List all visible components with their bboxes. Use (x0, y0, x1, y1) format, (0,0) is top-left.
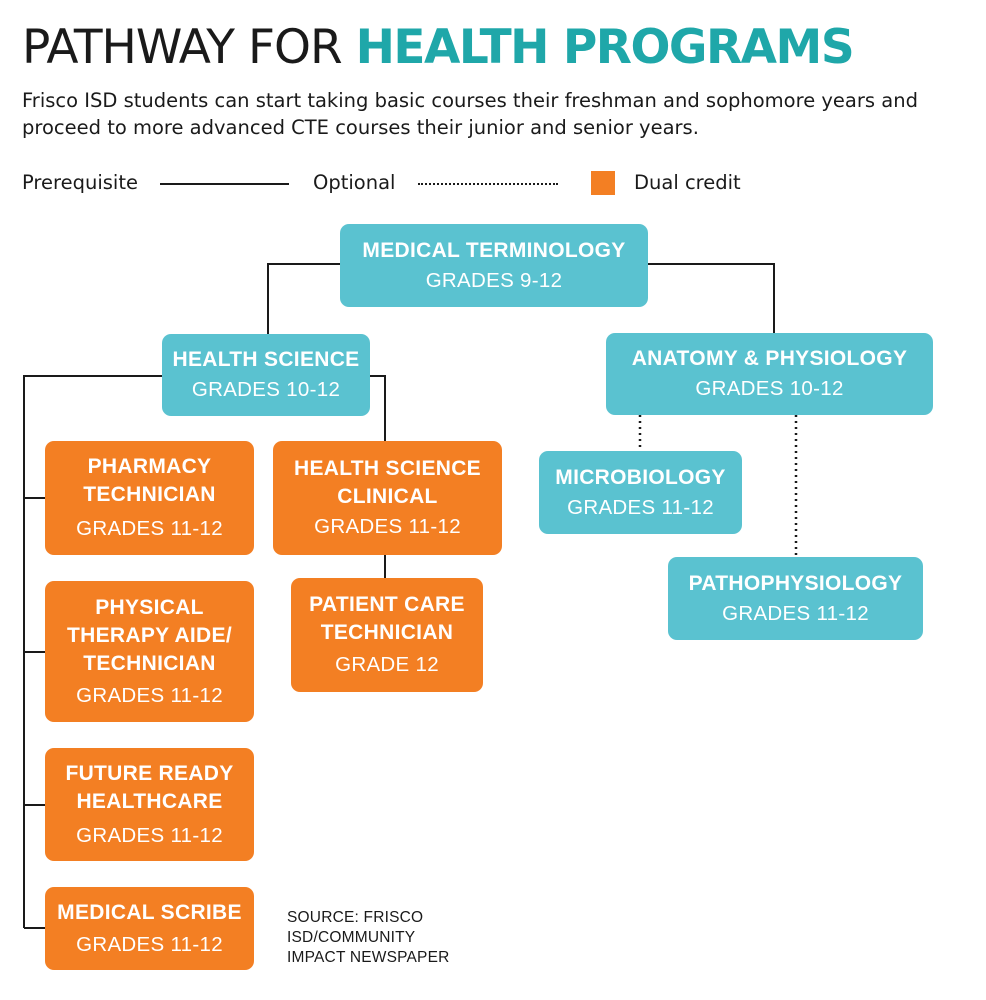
course-grades: GRADE 12 (335, 653, 439, 676)
course-name: MICROBIOLOGY (555, 465, 726, 489)
legend-optional-label: Optional (313, 171, 396, 194)
course-grades: GRADES 9-12 (425, 268, 563, 292)
legend-dual-credit-label: Dual credit (634, 171, 741, 194)
course-name: MEDICAL TERMINOLOGY (362, 238, 626, 262)
course-patient-care-technician: PATIENT CARE TECHNICIAN GRADE 12 (291, 578, 483, 692)
course-grades: GRADES 10-12 (695, 377, 844, 400)
course-grades: GRADES 11-12 (722, 601, 869, 625)
course-anatomy-physiology: ANATOMY & PHYSIOLOGY GRADES 10-12 (606, 333, 933, 415)
course-name-line1: FUTURE READY (65, 761, 234, 785)
course-name: PATHOPHYSIOLOGY (688, 571, 903, 595)
course-name: HEALTH SCIENCE (172, 348, 360, 371)
subtitle: Frisco ISD students can start taking bas… (22, 89, 918, 139)
source-note: SOURCE: FRISCO ISD/COMMUNITY IMPACT NEWS… (287, 908, 477, 968)
course-grades: GRADES 11-12 (76, 683, 223, 707)
course-grades: GRADES 11-12 (76, 823, 223, 847)
prerequisite-line (23, 375, 162, 928)
title-light: PATHWAY FOR (22, 20, 356, 75)
course-grades: GRADES 11-12 (76, 932, 223, 956)
course-health-science-clinical: HEALTH SCIENCE CLINICAL GRADES 11-12 (273, 441, 502, 555)
course-pathophysiology: PATHOPHYSIOLOGY GRADES 11-12 (668, 557, 923, 640)
course-name-line3: TECHNICIAN (83, 651, 216, 675)
source-line2: ISD/COMMUNITY (287, 929, 416, 946)
course-name-line2: HEALTHCARE (76, 789, 223, 813)
course-name: MEDICAL SCRIBE (57, 900, 242, 924)
course-physical-therapy: PHYSICAL THERAPY AIDE/ TECHNICIAN GRADES… (45, 581, 254, 722)
title-bold: HEALTH PROGRAMS (355, 20, 855, 75)
course-name-line2: CLINICAL (337, 485, 438, 508)
course-grades: GRADES 11-12 (314, 515, 461, 538)
course-name-line1: PHYSICAL (95, 595, 204, 619)
course-future-ready-healthcare: FUTURE READY HEALTHCARE GRADES 11-12 (45, 748, 254, 861)
legend-optional-line (418, 183, 558, 185)
page-title: PATHWAY FOR HEALTH PROGRAMS (22, 18, 855, 78)
course-name-line2: TECHNICIAN (83, 483, 216, 506)
course-name: ANATOMY & PHYSIOLOGY (631, 347, 908, 370)
course-name-line2: THERAPY AIDE/ (67, 623, 232, 647)
course-name-line1: HEALTH SCIENCE (294, 457, 481, 480)
course-name-line2: TECHNICIAN (320, 621, 454, 644)
course-grades: GRADES 11-12 (76, 517, 223, 540)
prerequisite-line (648, 263, 775, 333)
course-grades: GRADES 10-12 (191, 378, 341, 401)
course-medical-terminology: MEDICAL TERMINOLOGY GRADES 9-12 (340, 224, 648, 307)
course-name-line1: PHARMACY (87, 455, 212, 478)
source-line3: IMPACT NEWSPAPER (287, 949, 450, 966)
course-grades: GRADES 11-12 (567, 495, 714, 519)
legend-dual-credit-swatch (591, 171, 615, 195)
course-name-line1: PATIENT CARE (309, 593, 465, 616)
prerequisite-line (370, 375, 386, 441)
prerequisite-line (267, 263, 340, 334)
legend-prerequisite-line (160, 183, 289, 185)
course-pharmacy-technician: PHARMACY TECHNICIAN GRADES 11-12 (45, 441, 254, 555)
course-medical-scribe: MEDICAL SCRIBE GRADES 11-12 (45, 887, 254, 970)
source-line1: SOURCE: FRISCO (287, 909, 424, 926)
legend-prerequisite-label: Prerequisite (22, 171, 138, 194)
course-health-science: HEALTH SCIENCE GRADES 10-12 (162, 334, 370, 416)
course-microbiology: MICROBIOLOGY GRADES 11-12 (539, 451, 742, 534)
